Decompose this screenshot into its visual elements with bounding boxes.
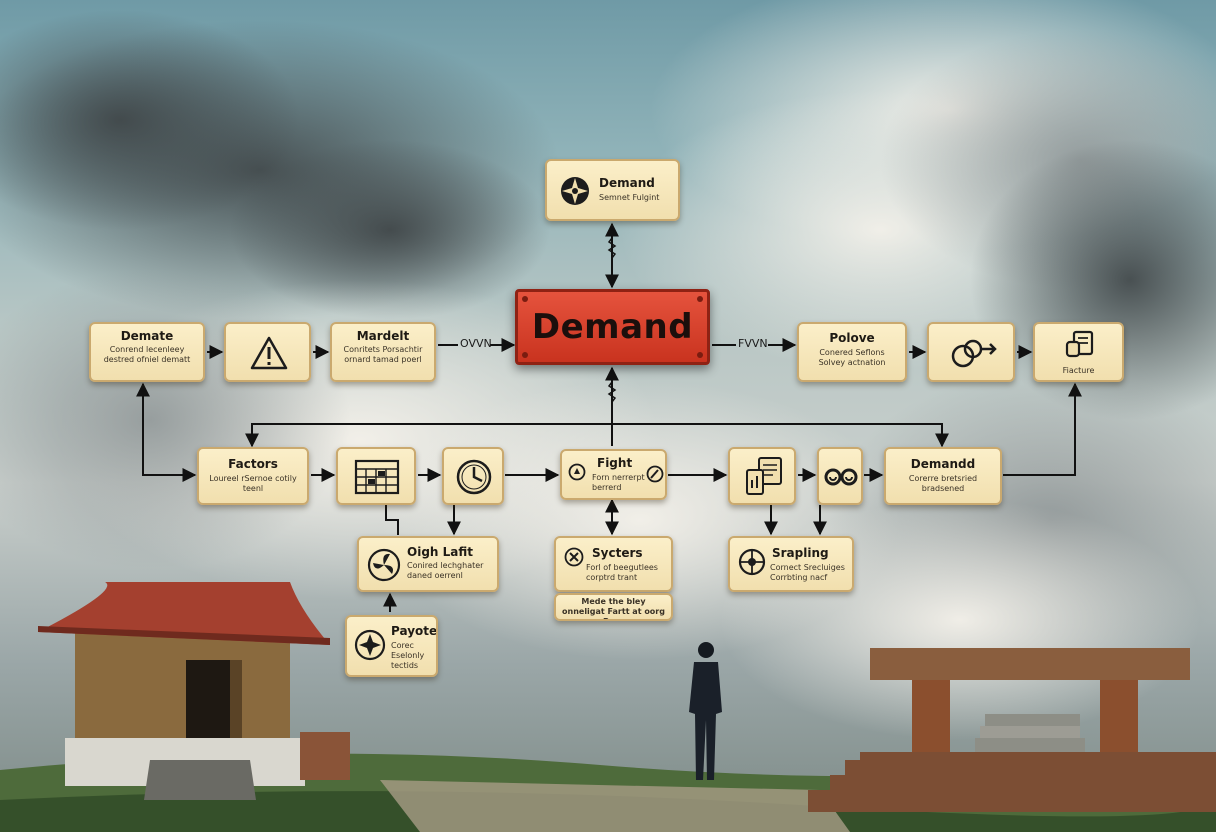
files-icon: [746, 457, 782, 495]
globe-icon: [738, 548, 766, 576]
calendar-board-icon: [354, 459, 400, 495]
infinity-icon: [824, 468, 858, 486]
compass-star-icon: [561, 177, 589, 205]
node-factors[interactable]: Factors Loureel rSernoe cotily teenl: [197, 447, 309, 505]
edge-label-right: FVVN: [738, 337, 768, 350]
node-subtitle: Conrend lecenleey destred ofniel dematt: [103, 345, 191, 364]
left-house: [38, 582, 350, 800]
wrench-icon: [564, 547, 584, 567]
node-title: Oigh Lafit: [407, 545, 473, 559]
node-oigh-lafit[interactable]: Oigh Lafit Conired lechghater daned oerr…: [357, 536, 499, 592]
node-polove[interactable]: Polove Conered Seflons Solvey actnation: [797, 322, 907, 382]
fan-icon: [367, 548, 401, 582]
node-subtitle: Conritets Porsachtir ornard tamad poerl: [343, 345, 423, 364]
node-srapling[interactable]: Srapling Cornect Srecluiges Corrbting na…: [728, 536, 854, 592]
node-title: Payote: [391, 624, 438, 638]
node-mardelt[interactable]: Mardelt Conritets Porsachtir ornard tama…: [330, 322, 436, 382]
node-subtitle: Semnet Fulgint: [599, 193, 660, 202]
right-pavilion: [808, 648, 1216, 812]
node-title: Fight: [597, 456, 633, 470]
node-clock[interactable]: [442, 447, 504, 505]
node-title: Mardelt: [356, 329, 410, 343]
compass-icon: [646, 465, 664, 483]
node-subtitle: Corerre bretsried bradsened: [908, 474, 978, 493]
node-title: Factors: [228, 457, 278, 471]
node-subtitle: Forn nerrerpt berrerd: [592, 473, 645, 492]
node-infinity[interactable]: [817, 447, 863, 505]
rivet: [697, 352, 703, 358]
center-demand-node[interactable]: Demand: [515, 289, 710, 365]
rivet: [697, 296, 703, 302]
node-title: Srapling: [772, 546, 829, 560]
node-calendar[interactable]: [336, 447, 416, 505]
node-title: Polove: [829, 331, 875, 345]
node-subtitle: Conired lechghater daned oerrenl: [407, 561, 484, 580]
node-fiacture[interactable]: Fiacture: [1033, 322, 1124, 382]
node-sycters-note[interactable]: Mede the bley onneligat Fartt at oorg Pa…: [554, 593, 673, 621]
node-subtitle: Cornect Srecluiges Corrbting nacf: [770, 563, 845, 582]
node-title: Demand: [599, 176, 655, 190]
person-silhouette: [689, 642, 722, 780]
node-fight[interactable]: Fight Forn nerrerpt berrerd: [560, 449, 667, 500]
node-warning[interactable]: [224, 322, 311, 382]
node-files[interactable]: [728, 447, 796, 505]
edge-label-left: OVVN: [460, 337, 492, 350]
node-swap[interactable]: [927, 322, 1015, 382]
squiggles: [607, 237, 617, 403]
connectors: [136, 222, 1082, 612]
node-subtitle: Forl of beegutlees corptrd trant: [586, 563, 658, 582]
node-subtitle: Mede the bley onneligat Fartt at oorg Pa…: [562, 597, 665, 619]
badge-icon: [568, 463, 586, 481]
node-subtitle: Corec Eselonly tectids: [391, 641, 425, 670]
node-sycters[interactable]: Sycters Forl of beegutlees corptrd trant: [554, 536, 673, 592]
document-icon: [1065, 330, 1094, 358]
node-title: Demandd: [910, 457, 976, 471]
node-top-demand[interactable]: Demand Semnet Fulgint: [545, 159, 680, 221]
swap-circles-icon: [951, 339, 997, 368]
node-demandd[interactable]: Demandd Corerre bretsried bradsened: [884, 447, 1002, 505]
node-payote[interactable]: Payote Corec Eselonly tectids: [345, 615, 438, 677]
node-title: Demate: [120, 329, 174, 343]
node-subtitle: Fiacture: [1062, 366, 1095, 375]
node-subtitle: Conered Seflons Solvey actnation: [818, 348, 886, 367]
center-title: Demand: [531, 307, 694, 347]
node-subtitle: Loureel rSernoe cotily teenl: [209, 474, 297, 493]
rivet: [522, 352, 528, 358]
clock-icon: [456, 459, 492, 495]
warning-icon: [250, 336, 288, 370]
node-demate[interactable]: Demate Conrend lecenleey destred ofniel …: [89, 322, 205, 382]
rivet: [522, 296, 528, 302]
star-badge-icon: [354, 629, 386, 661]
node-title: Sycters: [592, 546, 643, 560]
